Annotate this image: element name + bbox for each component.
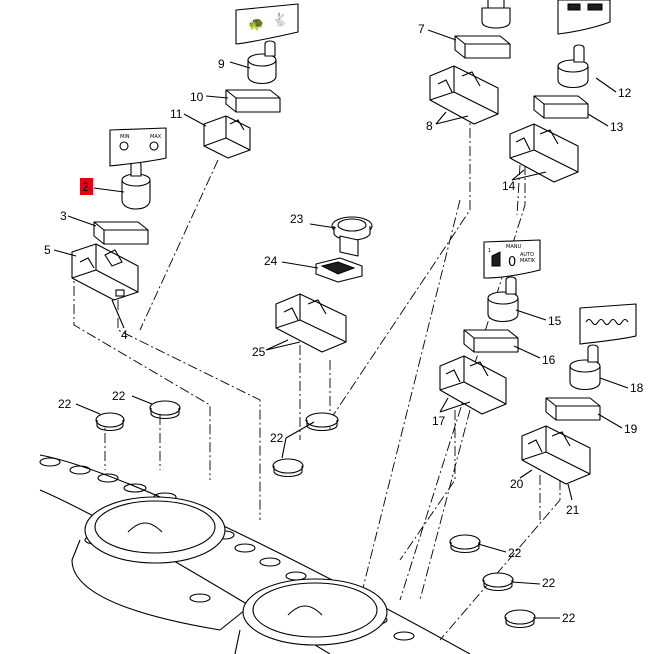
contact-block-11	[203, 115, 251, 159]
switch-collar-13	[533, 95, 589, 119]
callout-19: 19	[624, 422, 638, 436]
callout-5: 5	[44, 243, 51, 257]
svg-text:🐇: 🐇	[272, 12, 288, 28]
svg-text:🐢: 🐢	[248, 17, 264, 32]
switch-collar-19	[545, 397, 601, 421]
callout-23: 23	[290, 212, 304, 226]
callout-25: 25	[252, 345, 266, 359]
cap-plug	[272, 458, 304, 478]
callout-labels: 2 3 4 5 7 8 9 10 11 12 13 14 15 16 17 18…	[44, 22, 644, 625]
decal-max-label: MAX	[150, 134, 162, 140]
switch-knob-7	[481, 0, 511, 29]
cap-plug	[149, 400, 181, 420]
callout-22: 22	[542, 576, 556, 590]
cap-plug	[504, 609, 536, 629]
decal-auto-label: AUTO	[520, 252, 534, 258]
callout-18: 18	[630, 381, 644, 395]
callout-7: 7	[418, 22, 425, 36]
decal-min-max: MIN MAX	[109, 127, 167, 167]
decal-turtle-rabbit: 🐢 🐇	[235, 3, 299, 45]
contact-block-5	[71, 243, 139, 301]
decal-manu-label: MANU	[506, 244, 521, 250]
cap-plug	[449, 534, 481, 554]
decal-tractor	[557, 0, 611, 35]
switch-knob-9	[247, 40, 277, 85]
cap-plug	[482, 572, 514, 592]
contact-block-17	[439, 355, 507, 415]
callout-4: 4	[121, 328, 128, 342]
callout-17: 17	[432, 414, 446, 428]
switch-collar-10	[225, 89, 281, 113]
cap-plug	[305, 412, 339, 432]
decal-wave	[579, 303, 637, 345]
console-plate	[39, 454, 471, 654]
switch-collar-3	[93, 221, 149, 245]
decal-zero-label: 0	[508, 255, 516, 270]
decal-manu-auto: MANU 0 AUTO MATIK 1	[483, 239, 541, 279]
switch-collar-16	[463, 329, 519, 353]
callout-22: 22	[270, 431, 284, 445]
callout-3: 3	[60, 209, 67, 223]
decal-one-label: 1	[488, 248, 491, 254]
callout-14: 14	[502, 179, 516, 193]
callout-8: 8	[426, 119, 433, 133]
switch-knob-15	[487, 276, 519, 323]
pushbutton-23	[331, 216, 373, 257]
leader-lines	[53, 29, 629, 619]
callout-22: 22	[58, 397, 72, 411]
callout-9: 9	[218, 57, 225, 71]
cap-plugs	[95, 400, 536, 629]
callout-22: 22	[112, 389, 126, 403]
decal-matik-label: MATIK	[520, 258, 536, 264]
callout-13: 13	[610, 120, 624, 134]
callout-22: 22	[508, 546, 522, 560]
highlight-box	[80, 178, 93, 195]
callout-22: 22	[562, 611, 576, 625]
callout-10: 10	[190, 90, 204, 104]
switch-collar-7	[454, 35, 511, 59]
callout-12: 12	[618, 86, 632, 100]
callout-20: 20	[510, 477, 524, 491]
callout-15: 15	[548, 314, 562, 328]
callout-16: 16	[542, 353, 556, 367]
cap-plug	[95, 412, 125, 432]
contact-block-20	[521, 425, 591, 485]
contact-block-14	[509, 123, 579, 183]
switch-knob-18	[569, 344, 601, 391]
callout-24: 24	[264, 254, 278, 268]
contact-block-8	[429, 65, 499, 125]
mount-ring-24	[315, 257, 363, 283]
callout-11: 11	[170, 107, 183, 121]
callout-2: 2	[82, 180, 89, 194]
callout-21: 21	[566, 503, 580, 517]
switch-knob-2	[121, 160, 151, 210]
contact-block-25	[275, 293, 347, 353]
decal-min-label: MIN	[120, 134, 130, 140]
switch-knob-12	[557, 44, 589, 89]
